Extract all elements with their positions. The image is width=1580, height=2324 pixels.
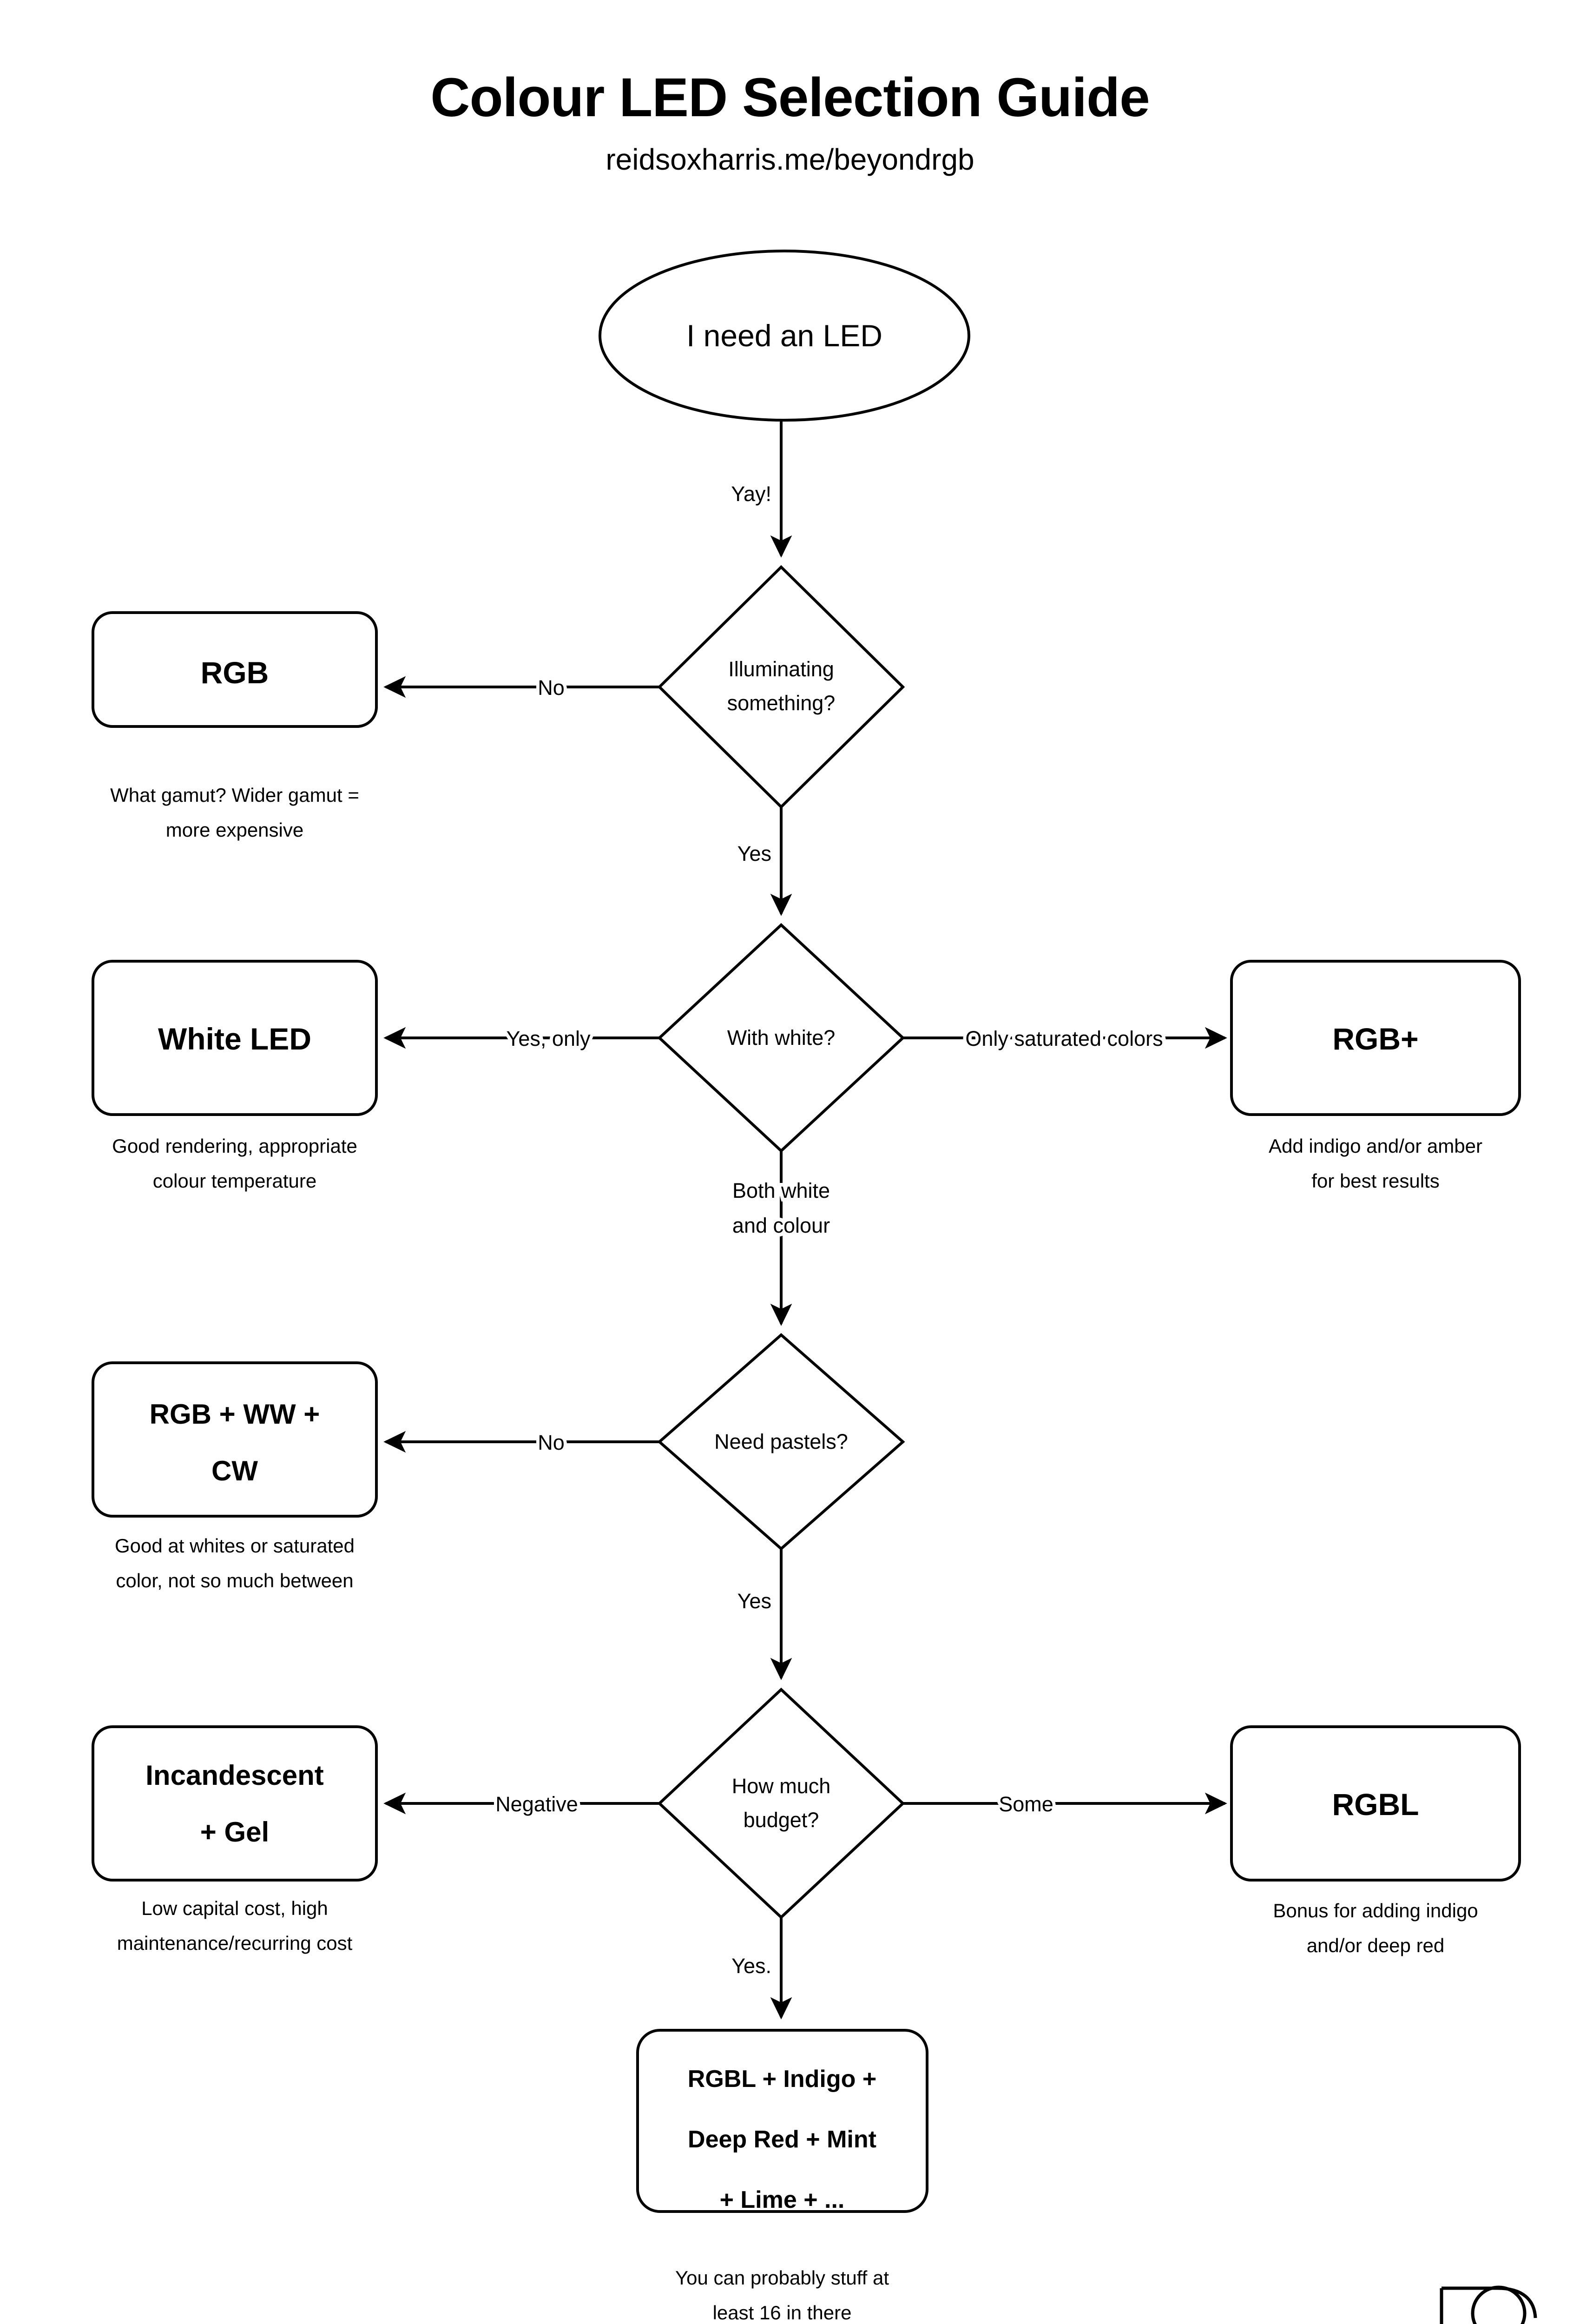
node-rgbwwcw-caption-line2: color, not so much between (116, 1570, 353, 1591)
node-rgbplus-label: RGB+ (1332, 1022, 1418, 1056)
node-rgbl[interactable]: RGBL Bonus for adding indigo and/or deep… (1230, 1725, 1521, 1956)
node-rgbl-label: RGBL (1332, 1787, 1419, 1822)
node-start-label: I need an LED (686, 318, 882, 353)
node-how-much-budget[interactable]: How much budget? (657, 1687, 905, 1920)
rgbl-box-shape (1230, 1725, 1521, 1882)
edge-label-both-white-line2: and colour (732, 1214, 830, 1237)
decision-diamond-shape (657, 565, 905, 809)
node-d1-label-line2: something? (727, 691, 836, 715)
page-title: Colour LED Selection Guide (430, 67, 1149, 128)
node-whiteled-caption-line1: Good rendering, appropriate (112, 1135, 357, 1157)
node-need-pastels[interactable]: Need pastels? (657, 1333, 905, 1551)
edge-withwhite-to-needpastels: Both white and colour (729, 1151, 834, 1326)
edge-withwhite-to-rgbplus: Only saturated colors (903, 1023, 1227, 1054)
edge-start-to-illuminating: Yay! (731, 421, 792, 558)
node-rgb-plus[interactable]: RGB+ Add indigo and/or amber for best re… (1230, 960, 1521, 1192)
edge-label-yes-only: Yes, only (507, 1027, 591, 1050)
edge-budget-to-incandescent: Negative (383, 1789, 659, 1819)
node-rgbl-caption-line2: and/or deep red (1307, 1934, 1445, 1956)
incandescent-box-shape (92, 1725, 378, 1882)
edge-label-both-white-line1: Both white (732, 1179, 830, 1202)
edge-label-no: No (538, 676, 565, 700)
node-final-label-line3: + Lime + ... (720, 2186, 845, 2213)
node-d4-label-line1: How much (732, 1774, 831, 1798)
node-illuminating-something[interactable]: Illuminating something? (657, 565, 905, 809)
node-final-label-line1: RGBL + Indigo + (688, 2066, 876, 2093)
node-rgb-label: RGB (201, 655, 269, 690)
rgb-ww-cw-box-shape (92, 1361, 378, 1518)
edge-label-negative: Negative (495, 1792, 578, 1816)
node-whiteled-label: White LED (158, 1022, 311, 1056)
node-final-label-line2: Deep Red + Mint (688, 2126, 876, 2153)
edge-label-some: Some (999, 1792, 1053, 1816)
node-rgb[interactable]: RGB What gamut? Wider gamut = more expen… (92, 611, 378, 841)
node-rgbplus-caption-line1: Add indigo and/or amber (1269, 1135, 1482, 1157)
edge-label-yes: Yes (737, 842, 771, 865)
node-d1-label-line1: Illuminating (728, 657, 834, 681)
rgb-plus-box-shape (1230, 960, 1521, 1116)
start-ellipse-shape (599, 250, 970, 422)
edge-label-yes: Yes (737, 1589, 771, 1613)
node-rgb-caption-line1: What gamut? Wider gamut = (110, 784, 359, 806)
white-led-box-shape (92, 960, 378, 1116)
edge-needpastels-to-budget: Yes (737, 1549, 792, 1680)
node-final-caption-line1: You can probably stuff at (675, 2267, 889, 2289)
edge-illuminating-to-rgb: No (383, 673, 659, 703)
node-d4-label-line2: budget? (744, 1808, 819, 1832)
node-rgbwwcw-label-line2: CW (211, 1455, 258, 1486)
node-rgbl-caption-line1: Bonus for adding indigo (1273, 1900, 1478, 1921)
node-final-recipe[interactable]: RGBL + Indigo + Deep Red + Mint + Lime +… (636, 2029, 928, 2324)
node-incand-label-line2: + Gel (200, 1816, 269, 1848)
edge-label-only-saturated: Only saturated colors (965, 1027, 1163, 1050)
rgb-box-shape (92, 611, 378, 728)
edge-budget-to-final: Yes. (731, 1917, 792, 2020)
edge-illuminating-to-withwhite: Yes (737, 807, 792, 916)
edge-needpastels-to-rgbwwcw: No (383, 1427, 659, 1458)
node-start[interactable]: I need an LED (599, 250, 970, 422)
edge-withwhite-to-whiteled: Yes, only (383, 1023, 659, 1054)
decision-diamond-shape (657, 1687, 905, 1920)
edge-budget-to-rgbl: Some (903, 1789, 1227, 1819)
page-subtitle: reidsoxharris.me/beyondrgb (606, 143, 974, 176)
node-incand-caption-line2: maintenance/recurring cost (117, 1932, 353, 1954)
node-incand-label-line1: Incandescent (145, 1760, 323, 1791)
node-incand-caption-line1: Low capital cost, high (141, 1897, 328, 1919)
rs-monogram-logo (1440, 2285, 1537, 2324)
node-incandescent-gel[interactable]: Incandescent + Gel Low capital cost, hig… (92, 1725, 378, 1954)
node-with-white[interactable]: With white? (657, 923, 905, 1153)
node-rgbwwcw-caption-line1: Good at whites or saturated (115, 1535, 355, 1557)
node-d2-label-line1: With white? (727, 1026, 836, 1050)
node-white-led[interactable]: White LED Good rendering, appropriate co… (92, 960, 378, 1192)
final-box-shape (636, 2029, 928, 2213)
node-rgbplus-caption-line2: for best results (1311, 1170, 1439, 1192)
node-final-caption-line2: least 16 in there (713, 2302, 852, 2324)
edge-label-yes-period: Yes. (731, 1954, 771, 1978)
node-rgbwwcw-label-line1: RGB + WW + (150, 1399, 320, 1430)
node-rgb-caption-line2: more expensive (166, 819, 303, 841)
node-whiteled-caption-line2: colour temperature (153, 1170, 317, 1192)
edge-label-no: No (538, 1431, 565, 1454)
node-d3-label-line1: Need pastels? (714, 1430, 848, 1453)
edge-label-yay: Yay! (731, 482, 771, 506)
node-rgb-ww-cw[interactable]: RGB + WW + CW Good at whites or saturate… (92, 1361, 378, 1591)
